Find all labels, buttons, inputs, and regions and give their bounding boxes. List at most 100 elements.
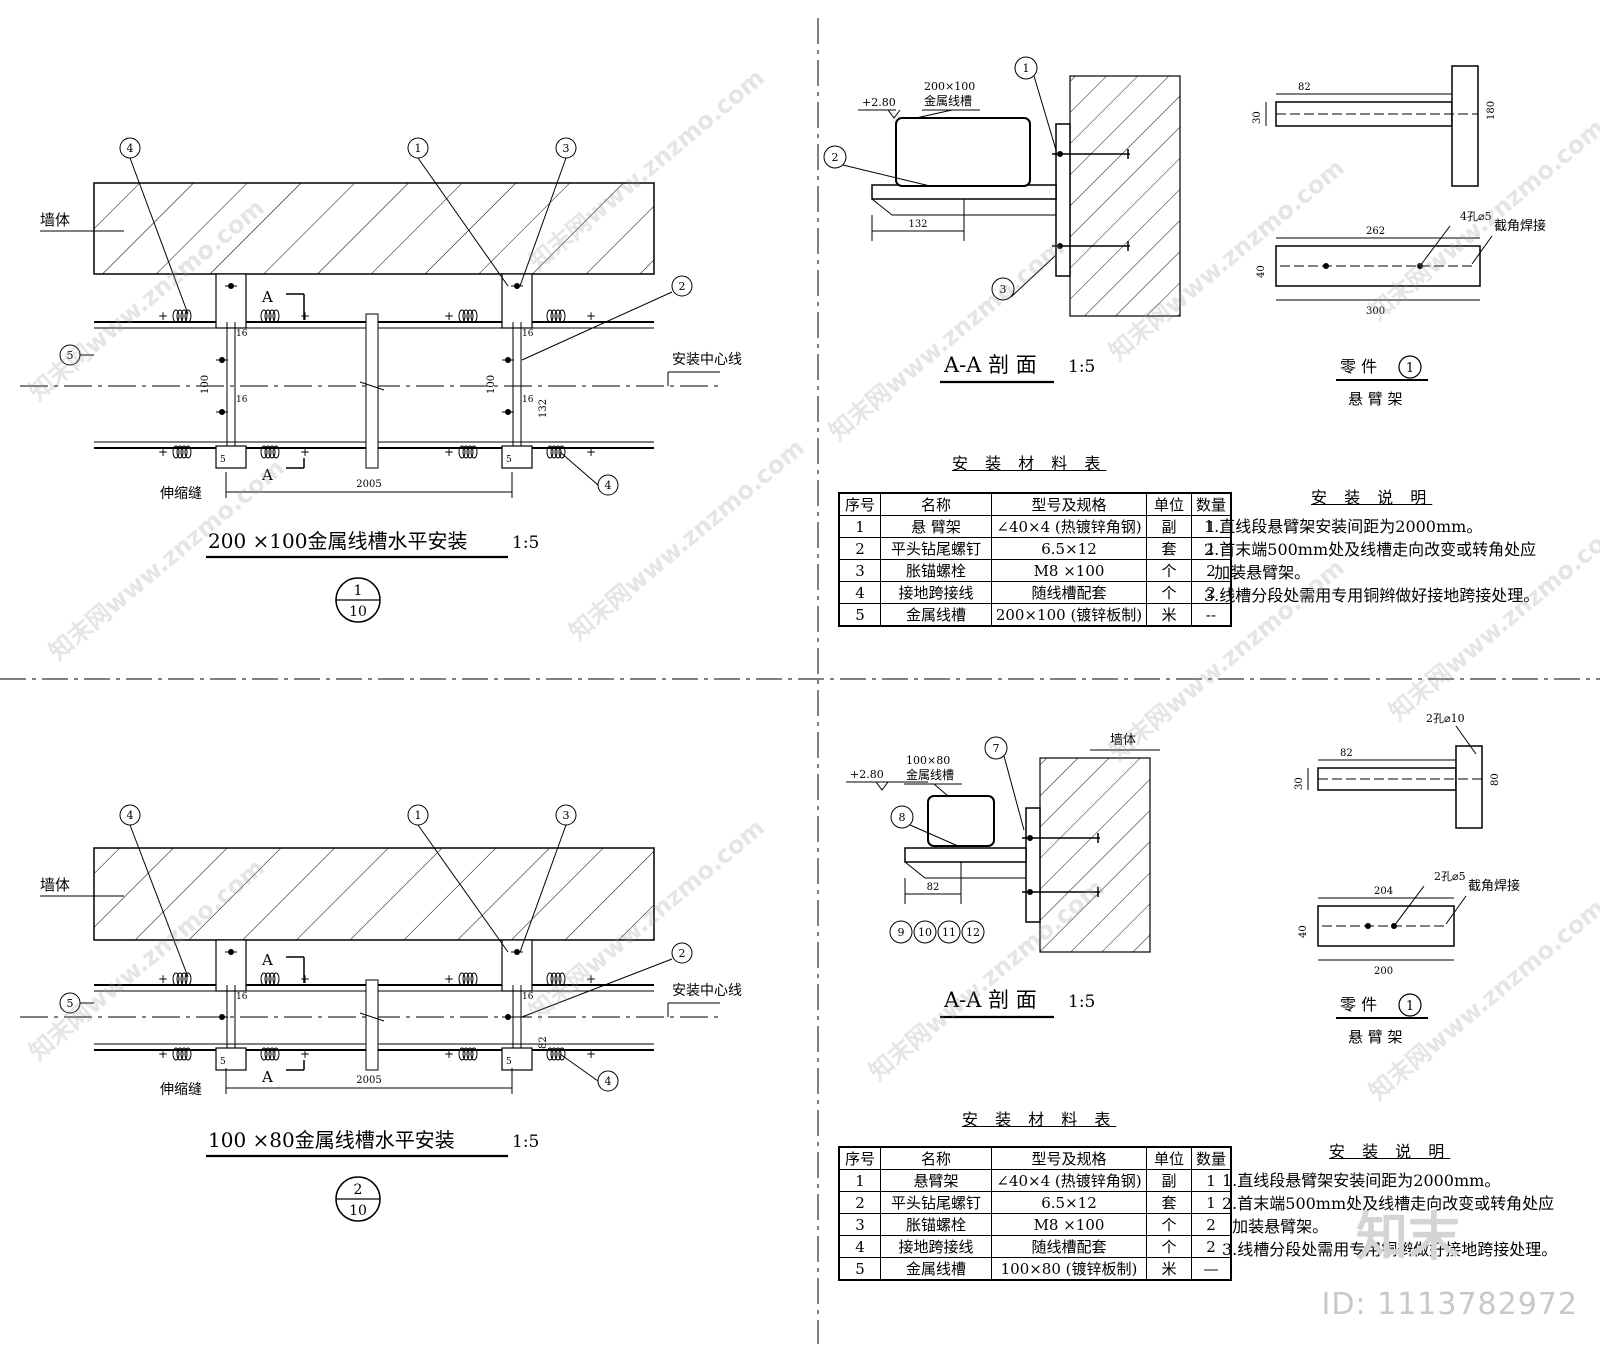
dim-label: 180: [1486, 101, 1497, 120]
ground-coil: [550, 309, 558, 323]
elevation-marker: [875, 781, 889, 791]
ground-coil: [462, 972, 470, 986]
ground-coil: [272, 309, 280, 323]
line: [521, 958, 673, 1018]
ground-coil: [260, 972, 268, 986]
ground-coil: [546, 972, 554, 986]
part-title: 零 件: [1340, 357, 1377, 376]
dim-label: 16: [522, 992, 534, 1002]
ground-coil: [554, 309, 562, 323]
bottom-bracket: [501, 445, 533, 469]
wall-plate: [1055, 123, 1071, 277]
section-scale: 1:5: [1068, 992, 1095, 1012]
ground-coil: [470, 1047, 478, 1061]
ground-coil: [470, 972, 478, 986]
ground-coil: [184, 1047, 192, 1061]
centerline-label: 安装中心线: [672, 983, 742, 999]
ground-coil: [176, 309, 184, 323]
detail-den: 10: [349, 604, 367, 620]
screw-mark: +: [300, 445, 310, 459]
table-cell: 副: [1146, 1169, 1192, 1192]
callout-number: 2: [679, 280, 686, 293]
line: [1010, 254, 1057, 298]
callout-number: 1: [1023, 62, 1030, 75]
dim-label: 16: [236, 395, 248, 405]
part-plate-top: [1451, 65, 1479, 187]
ground-coil: [458, 1047, 466, 1061]
expansion-label: 伸缩缝: [160, 1082, 202, 1098]
detail-num: 1: [354, 583, 363, 599]
table-cell: 1: [838, 515, 881, 538]
callout-number: 3: [1000, 283, 1007, 296]
callout-number: 3: [563, 809, 570, 822]
hole-label: 2孔⌀5: [1434, 870, 1466, 883]
bottom-bracket: [215, 1047, 247, 1071]
ground-coil: [180, 445, 188, 459]
elevation-marker: [887, 109, 901, 119]
cable-tray-section: [895, 117, 1031, 187]
dim-label: 100: [200, 375, 211, 394]
line: [359, 381, 385, 391]
table-header-row: 序号名称型号及规格单位数量: [838, 492, 1232, 516]
ground-coil: [268, 1047, 276, 1061]
callout-circle: [984, 736, 1008, 760]
callout-circle: [991, 277, 1015, 301]
span-dim: 2005: [356, 1075, 381, 1086]
watermark-logo: 知末: [1355, 1208, 1460, 1268]
line: [359, 1012, 385, 1022]
table-cell: 4: [838, 1235, 881, 1258]
line: [129, 824, 189, 978]
note-line: 1.直线段悬臂架安装间距为2000mm。: [1204, 517, 1483, 536]
tray-label: 200×100: [924, 80, 975, 93]
plan-scale: 1:5: [512, 1132, 539, 1152]
ground-coil: [176, 1047, 184, 1061]
table-header-cell: 序号: [838, 1146, 881, 1170]
plan-title: 100 ×80金属线槽水平安装: [208, 1128, 455, 1152]
ground-coil: [272, 1047, 280, 1061]
ground-coil: [554, 1047, 562, 1061]
ground-coil: [462, 309, 470, 323]
dim-label: 16: [522, 395, 534, 405]
ground-coil: [554, 445, 562, 459]
callout-number: 12: [966, 926, 980, 939]
dim-label: 40: [1256, 265, 1267, 278]
table-cell: 随线槽配套: [991, 581, 1147, 604]
table-cell: --: [1191, 603, 1232, 627]
ground-coil: [180, 972, 188, 986]
dim-label: 100: [486, 375, 497, 394]
section-mark: A: [261, 466, 273, 484]
table-cell: 1: [1191, 515, 1232, 538]
tray-label: 100×80: [906, 754, 950, 767]
callout-circle: [890, 805, 914, 829]
table-cell: 1: [1191, 1169, 1232, 1192]
callout-number: 4: [605, 479, 612, 492]
line: [129, 157, 189, 315]
ground-coil: [264, 445, 272, 459]
ground-coil: [462, 1047, 470, 1061]
dim-label: 204: [1374, 886, 1393, 897]
tray-label: 金属线槽: [906, 767, 954, 782]
screw-mark: +: [158, 309, 168, 323]
detail-num: 2: [354, 1182, 363, 1198]
wall-hatch: [93, 182, 655, 275]
ground-coil: [458, 309, 466, 323]
line: [915, 109, 953, 119]
table-header-cell: 单位: [1146, 492, 1192, 516]
callout-number: 4: [127, 809, 134, 822]
callout-number: 1: [415, 142, 422, 155]
note-line: 3.线槽分段处需用专用铜辫做好接地跨接处理。: [1204, 586, 1540, 605]
callout-number: 2: [832, 151, 839, 164]
plan-title: 200 ×100金属线槽水平安装: [208, 529, 467, 553]
part-plate-top: [1455, 745, 1483, 829]
table-cell: 6.5×12: [991, 1191, 1147, 1214]
table-cell: M8 ×100: [991, 1213, 1147, 1236]
dim-label: 132: [908, 219, 927, 230]
table-cell: 4: [838, 581, 881, 604]
line: [417, 824, 509, 953]
line: [1471, 235, 1493, 265]
